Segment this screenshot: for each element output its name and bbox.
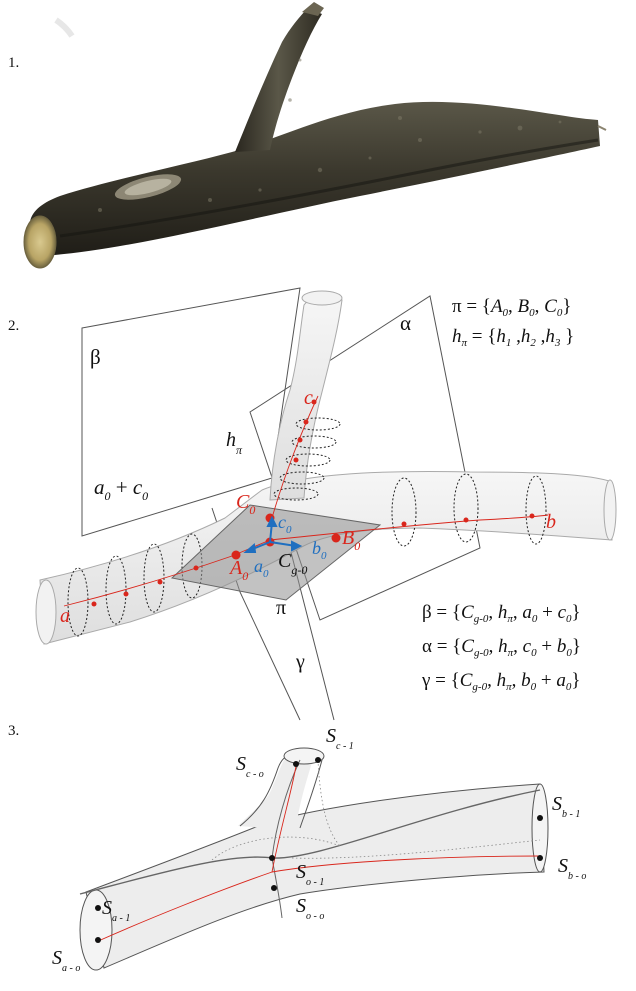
- seam-lower: [271, 857, 283, 919]
- label-So1: So - 1: [296, 861, 324, 888]
- unit-vectors: [243, 515, 303, 553]
- label-C0: C0: [236, 491, 255, 517]
- panel-1-branch-photo: [23, 2, 607, 269]
- label-Sa1: Sa - 1: [102, 897, 130, 924]
- label-hpi: hπ: [226, 429, 243, 457]
- axis-c: [269, 395, 319, 541]
- label-Sa0: Sa - o: [52, 947, 80, 974]
- center-B0: [331, 533, 341, 543]
- label-Cg0: Cg-0: [278, 550, 307, 577]
- label-A0: A0: [228, 557, 248, 583]
- center-A0: [231, 550, 241, 560]
- label-B0: B0: [342, 527, 360, 553]
- label-Sb0: Sb - o: [558, 855, 586, 882]
- label-Sc0: Sc - o: [236, 753, 264, 780]
- equation-gamma: γ = {Cg-0, hπ, b0 + a0}: [422, 670, 581, 693]
- label-beta: β: [90, 345, 101, 369]
- label-vec-a0: a0: [254, 556, 269, 580]
- equation-alpha: α = {Cg-0, hπ, c0 + b0}: [422, 636, 581, 659]
- label-branch-a: a: [60, 605, 70, 627]
- log-body: [30, 101, 600, 256]
- tube3-branch: [238, 756, 314, 830]
- label-pi: π: [276, 597, 286, 619]
- axis-points: [91, 399, 535, 607]
- equation-pi: π = {A0, B0, C0}: [452, 296, 572, 319]
- label-So0: So - o: [296, 895, 324, 922]
- tube-end-b: [603, 479, 617, 541]
- tube3-end-c: [283, 747, 325, 765]
- panel-1-number: 1.: [8, 55, 20, 71]
- label-a0-plus-c0: a0 + c0: [94, 475, 148, 503]
- tube-end-a: [35, 579, 57, 645]
- label-alpha: α: [400, 311, 411, 335]
- equation-h: hπ = {h1 ,h2 ,h3 }: [452, 326, 575, 349]
- tube3-body: [85, 783, 545, 969]
- label-vec-c0: c0: [278, 512, 292, 536]
- label-Sc1: Sc - 1: [326, 725, 354, 752]
- branch-stub: [302, 2, 324, 16]
- panel-2-model: β α γ π hπ a0 + c0 a b c C0 B0 A0 Cg-0 c…: [35, 287, 617, 721]
- tube-branch-a: [39, 471, 613, 645]
- plane-pi: [170, 504, 382, 601]
- log-branch: [235, 8, 322, 152]
- hidden-lines: [211, 759, 541, 861]
- label-gamma: γ: [295, 651, 305, 673]
- axis-a: [63, 539, 271, 607]
- points3: [95, 757, 543, 943]
- tube-end-c: [301, 290, 343, 306]
- panel-2-number: 2.: [8, 318, 20, 334]
- equation-beta: β = {Cg-0, hπ, a0 + c0}: [422, 602, 581, 625]
- label-branch-b: b: [546, 511, 556, 533]
- panel-3-model: Sc - o Sc - 1 Sb - 1 Sb - o So - 1 So - …: [52, 725, 586, 974]
- label-branch-c: c: [304, 387, 313, 409]
- label-vec-b0: b0: [312, 538, 327, 562]
- tube3-end-b: [531, 783, 549, 873]
- label-Sb1: Sb - 1: [552, 793, 580, 820]
- panel-3-number: 3.: [8, 723, 20, 739]
- log-cut-end: [23, 215, 57, 269]
